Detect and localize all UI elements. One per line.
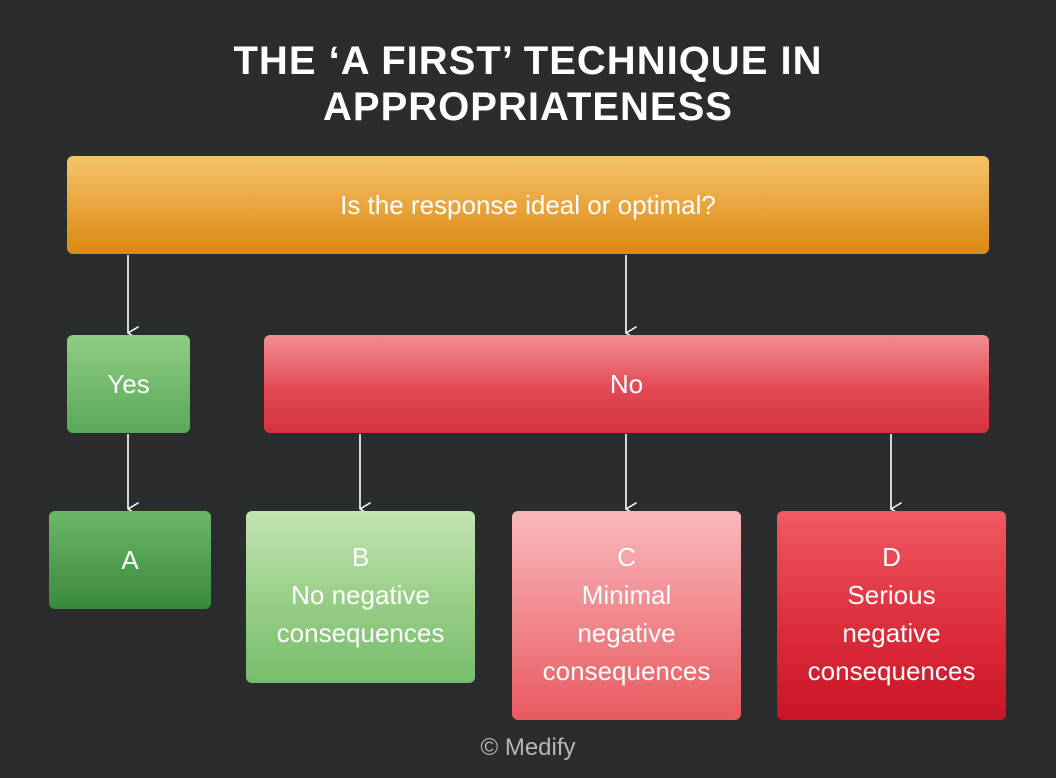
outcome-d-text-line-3: consequences bbox=[807, 656, 976, 686]
outcome-b-text-line-2: consequences bbox=[276, 618, 445, 648]
outcome-b-box: B No negative consequences bbox=[246, 511, 475, 683]
outcome-c-text-line-3: consequences bbox=[542, 656, 711, 686]
outcome-b-text-line-1: No negative bbox=[291, 580, 430, 610]
outcome-c-box: C Minimal negative consequences bbox=[512, 511, 741, 720]
copyright-footer: © Medify bbox=[480, 734, 576, 761]
outcome-b-letter: B bbox=[351, 542, 370, 572]
title-line-1: THE ‘A FIRST’ TECHNIQUE IN bbox=[233, 39, 823, 83]
outcome-c-text-line-2: negative bbox=[577, 618, 676, 648]
outcome-d-box: D Serious negative consequences bbox=[777, 511, 1006, 720]
yes-label: Yes bbox=[107, 369, 150, 399]
outcome-a-box: A bbox=[49, 511, 211, 609]
yes-box: Yes bbox=[67, 335, 190, 433]
outcome-a-letter: A bbox=[121, 545, 139, 575]
no-label: No bbox=[609, 369, 644, 399]
outcome-c-text-line-1: Minimal bbox=[581, 580, 672, 610]
outcome-d-text-line-1: Serious bbox=[847, 580, 936, 610]
question-text: Is the response ideal or optimal? bbox=[340, 190, 716, 220]
question-box: Is the response ideal or optimal? bbox=[67, 156, 989, 254]
no-box: No bbox=[264, 335, 989, 433]
title-line-2: APPROPRIATENESS bbox=[323, 85, 733, 129]
outcome-c-letter: C bbox=[617, 542, 636, 572]
outcome-d-letter: D bbox=[882, 542, 901, 572]
page-title: THE ‘A FIRST’ TECHNIQUE IN APPROPRIATENE… bbox=[0, 38, 1056, 130]
outcome-d-text-line-2: negative bbox=[842, 618, 941, 648]
